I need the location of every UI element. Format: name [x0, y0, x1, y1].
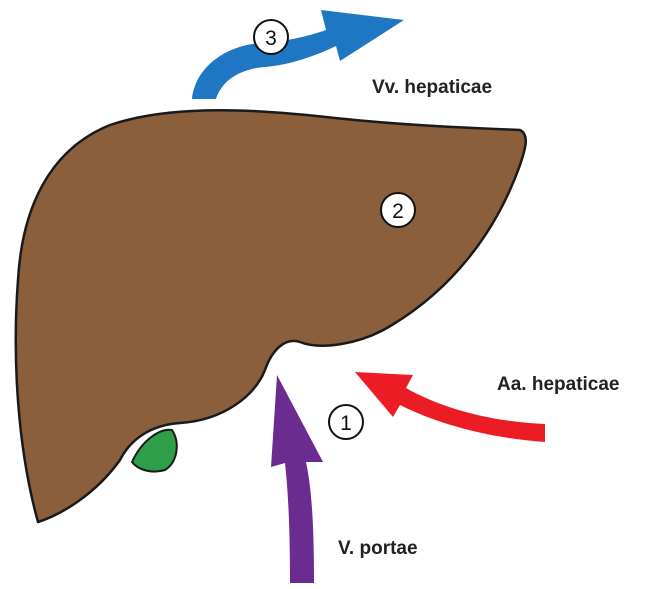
marker-3: 3 [254, 20, 288, 54]
hepatic-veins-label: Vv. hepaticae [372, 77, 492, 99]
portal-vein-arrow [271, 375, 323, 583]
hepatic-arteries-label: Aa. hepaticae [497, 374, 620, 396]
marker-1-text: 1 [340, 412, 352, 435]
marker-2-text: 2 [392, 200, 404, 223]
portal-vein-label: V. portae [338, 538, 418, 560]
marker-3-text: 3 [265, 27, 277, 50]
liver [16, 110, 526, 522]
marker-2: 2 [381, 193, 415, 227]
marker-1: 1 [329, 405, 363, 439]
